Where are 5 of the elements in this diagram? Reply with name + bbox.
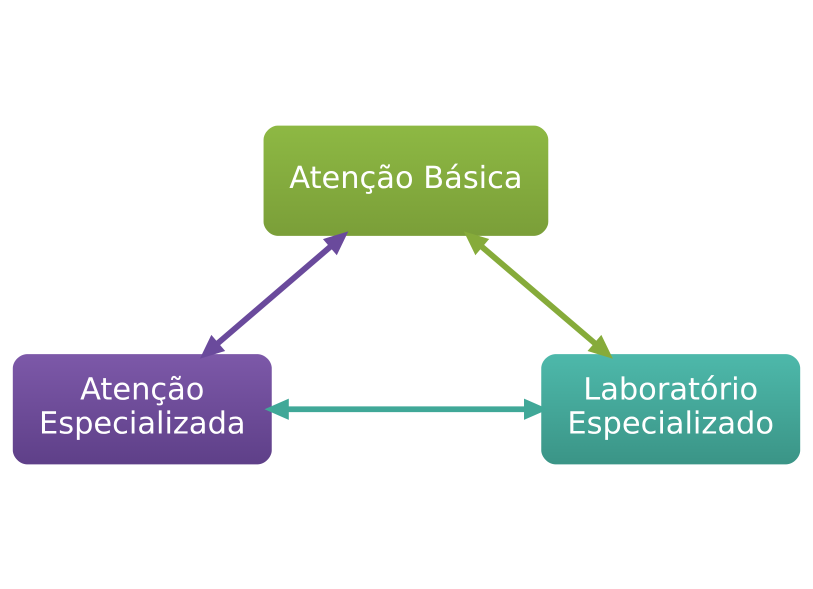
node-box: Atenção Básica bbox=[264, 125, 548, 236]
arrow bbox=[464, 230, 613, 358]
node-box: Atenção Especializada bbox=[12, 354, 272, 464]
arrow bbox=[200, 230, 348, 358]
node-box: Laboratório Especializado bbox=[541, 354, 800, 464]
